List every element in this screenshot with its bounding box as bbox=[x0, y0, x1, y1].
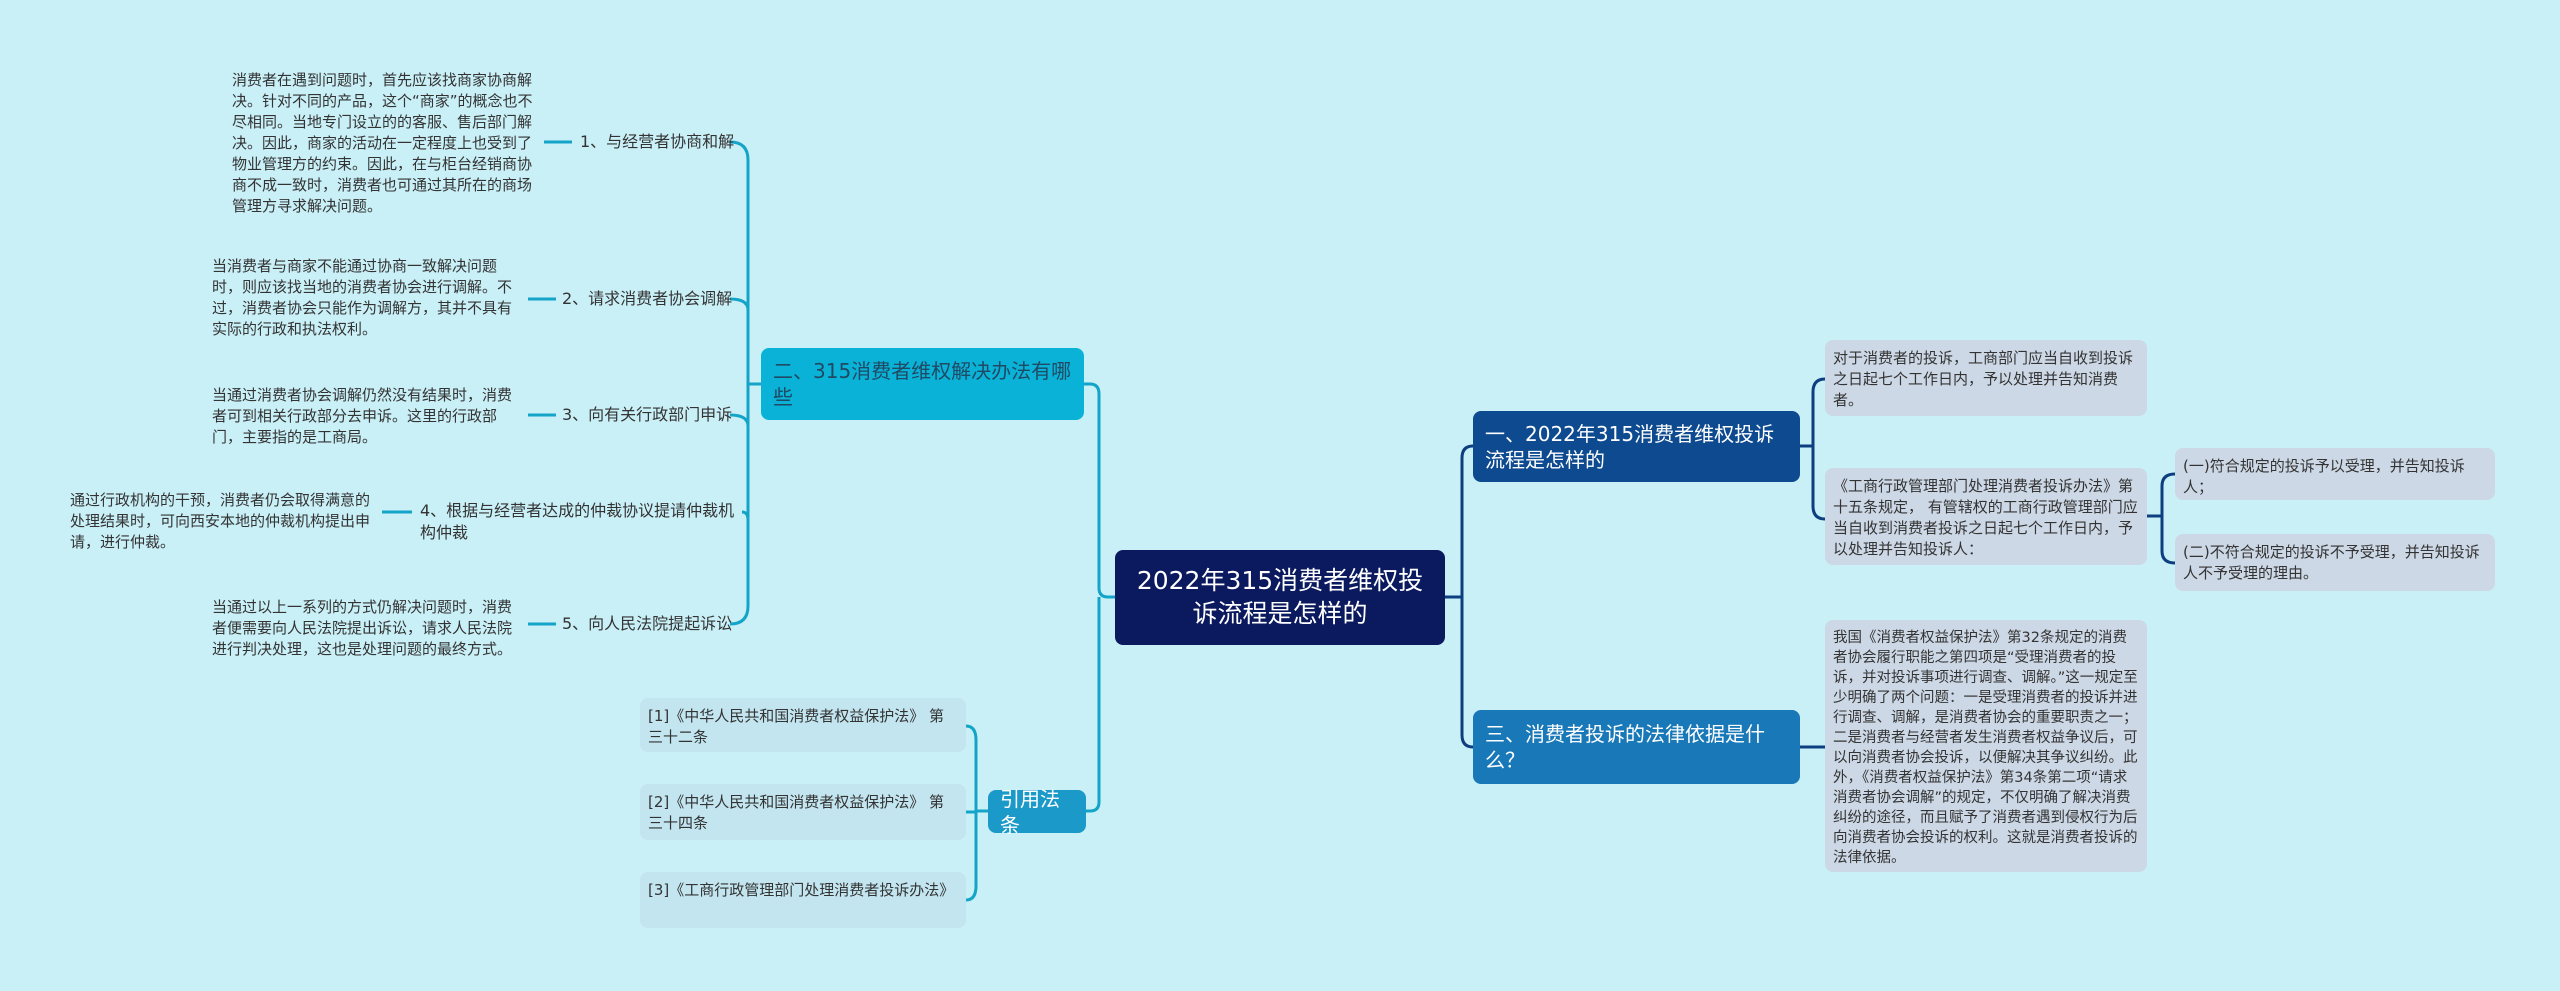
branch-citations[interactable]: 引用法条 bbox=[988, 787, 1086, 837]
process-note-1[interactable]: 对于消费者的投诉，工商部门应当自收到投诉之日起七个工作日内，予以处理并告知消费者… bbox=[1825, 340, 2147, 416]
method-2-text: 当消费者与商家不能通过协商一致解决问题时，则应该找当地的消费者协会进行调解。不过… bbox=[212, 257, 513, 338]
method-3-text: 当通过消费者协会调解仍然没有结果时，消费者可到相关行政部分去申诉。这里的行政部门… bbox=[212, 386, 513, 446]
process-sub-2[interactable]: (二)不符合规定的投诉不予受理，并告知投诉人不予受理的理由。 bbox=[2175, 534, 2495, 591]
method-4-text: 通过行政机构的干预，消费者仍会取得满意的处理结果时，可向西安本地的仲裁机构提出申… bbox=[70, 491, 371, 551]
branch-label: 一、2022年315消费者维权投诉流程是怎样的 bbox=[1485, 421, 1775, 472]
citation-2[interactable]: [2]《中华人民共和国消费者权益保护法》 第三十四条 bbox=[640, 784, 966, 840]
method-1-text: 消费者在遇到问题时，首先应该找商家协商解决。针对不同的产品，这个“商家”的概念也… bbox=[232, 71, 533, 215]
branch-legal-basis[interactable]: 三、消费者投诉的法律依据是什么？ bbox=[1473, 710, 1800, 784]
citation-3[interactable]: [3]《工商行政管理部门处理消费者投诉办法》 bbox=[640, 872, 966, 928]
branch-label: 二、315消费者维权解决办法有哪些 bbox=[773, 359, 1072, 409]
central-topic-label: 2022年315消费者维权投诉流程是怎样的 bbox=[1136, 566, 1424, 628]
legal-basis-text[interactable]: 我国《消费者权益保护法》第32条规定的消费者协会履行职能之第四项是“受理消费者的… bbox=[1825, 620, 2147, 872]
process-sub-1[interactable]: (一)符合规定的投诉予以受理，并告知投诉人； bbox=[2175, 448, 2495, 500]
method-2-label[interactable]: 2、请求消费者协会调解 bbox=[562, 289, 733, 308]
method-4-label[interactable]: 4、根据与经营者达成的仲裁协议提请仲裁机构仲裁 bbox=[420, 501, 735, 542]
method-5-label[interactable]: 5、向人民法院提起诉讼 bbox=[562, 614, 733, 633]
branch-resolution-methods[interactable]: 二、315消费者维权解决办法有哪些 bbox=[761, 348, 1084, 420]
citation-1[interactable]: [1]《中华人民共和国消费者权益保护法》 第三十二条 bbox=[640, 698, 966, 752]
branch-label: 三、消费者投诉的法律依据是什么？ bbox=[1485, 722, 1765, 772]
branch-label: 引用法条 bbox=[1000, 786, 1060, 837]
central-topic[interactable]: 2022年315消费者维权投诉流程是怎样的 bbox=[1115, 550, 1445, 645]
method-1-label[interactable]: 1、与经营者协商和解 bbox=[580, 132, 735, 151]
branch-complaint-process[interactable]: 一、2022年315消费者维权投诉流程是怎样的 bbox=[1473, 411, 1800, 482]
process-note-2[interactable]: 《工商行政管理部门处理消费者投诉办法》第十五条规定， 有管辖权的工商行政管理部门… bbox=[1825, 468, 2147, 565]
method-3-label[interactable]: 3、向有关行政部门申诉 bbox=[562, 405, 733, 424]
method-5-text: 当通过以上一系列的方式仍解决问题时，消费者便需要向人民法院提出诉讼，请求人民法院… bbox=[212, 598, 513, 658]
